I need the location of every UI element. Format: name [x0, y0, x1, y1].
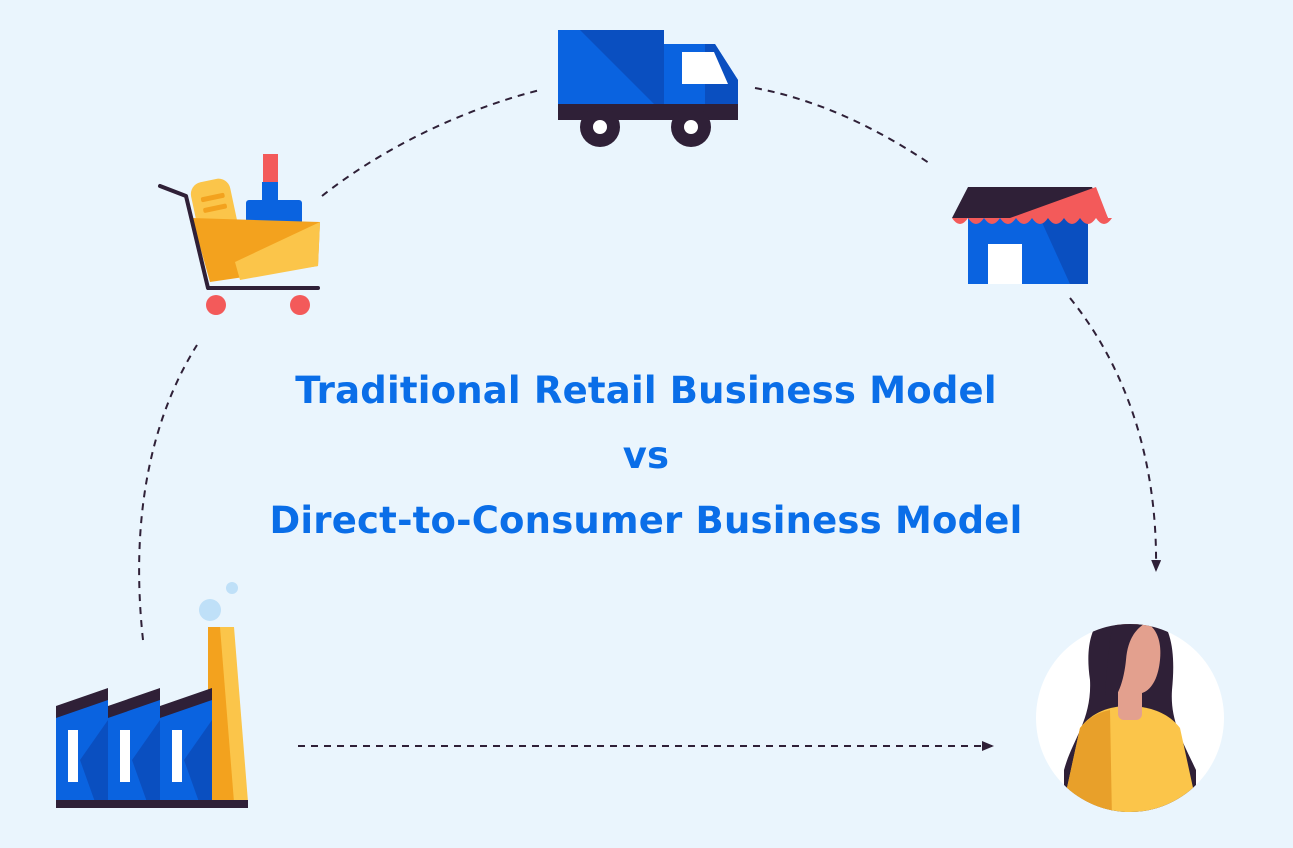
title-line-traditional: Traditional Retail Business Model: [295, 369, 997, 412]
connector-lines: [138, 87, 1162, 751]
connector-cart-to-truck: [321, 89, 541, 197]
shopping-cart-icon: [158, 154, 320, 315]
title-line-direct-to-consumer: Direct-to-Consumer Business Model: [269, 499, 1023, 542]
connector-factory-to-cart: [138, 344, 198, 641]
store-icon: [952, 187, 1112, 284]
factory-icon: [56, 582, 248, 808]
delivery-truck-icon: [558, 30, 738, 147]
title-line-vs: vs: [622, 434, 670, 477]
diagram-title: Traditional Retail Business Model vs Dir…: [196, 358, 1096, 553]
customer-icon: [1036, 624, 1224, 812]
connector-truck-to-store: [754, 87, 933, 166]
connector-store-to-customer: [1069, 297, 1162, 572]
